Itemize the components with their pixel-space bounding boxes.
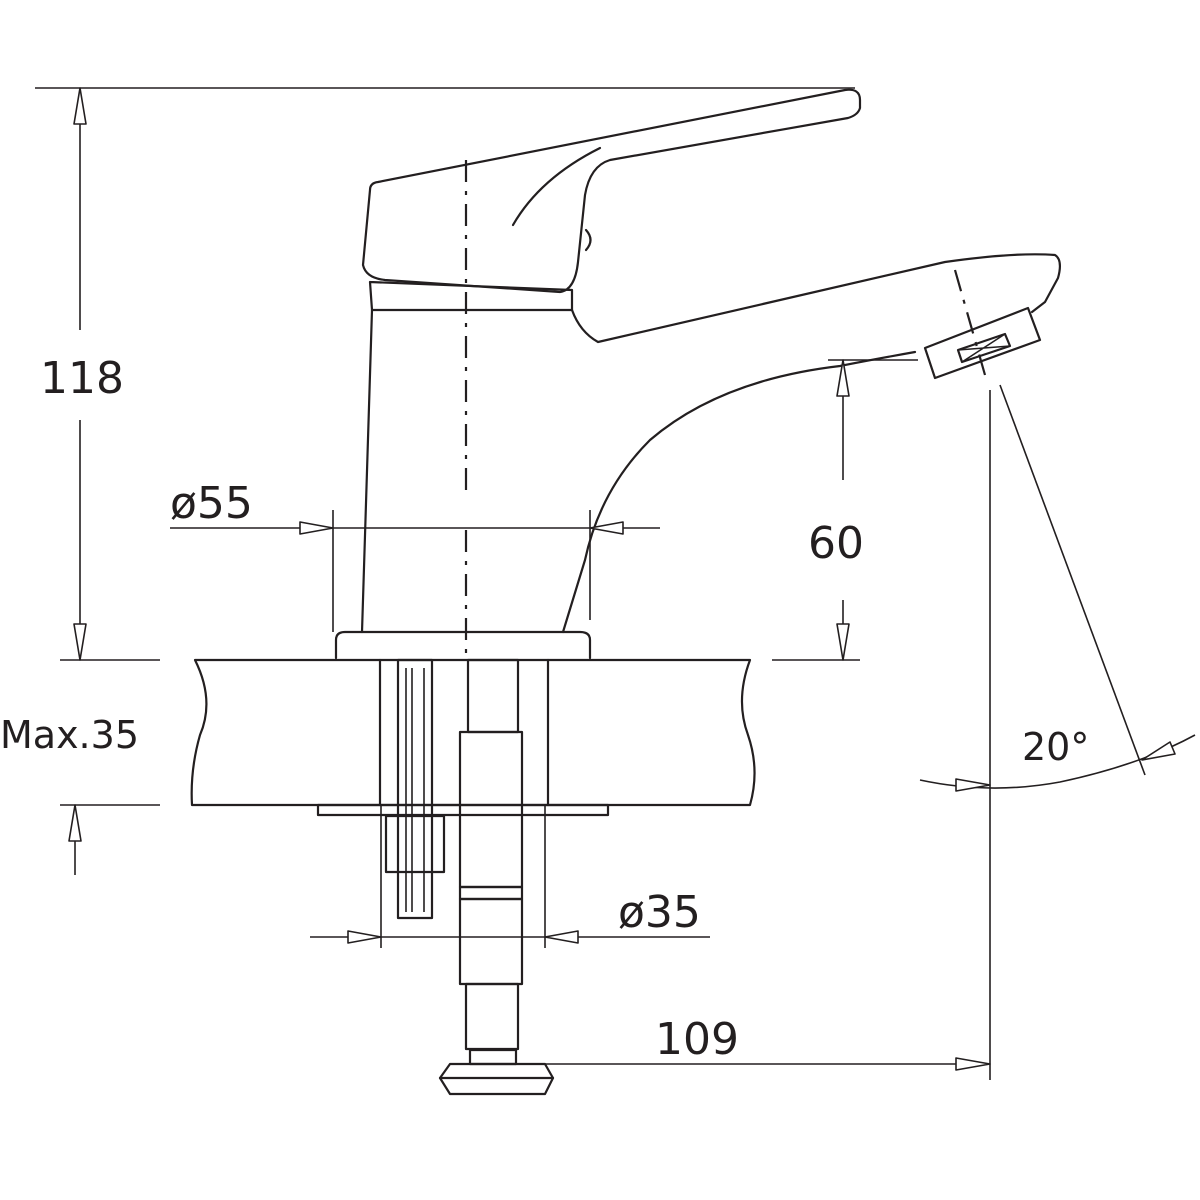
dimension-lines <box>35 87 1196 1080</box>
dim-spout-reach: 109 <box>655 1014 739 1065</box>
dim-spout-clearance: 60 <box>808 518 864 569</box>
dim-base-diameter: ø55 <box>170 478 253 529</box>
mounting-stud <box>384 658 446 920</box>
dim-max-deck-thickness: Max.35 <box>0 713 139 757</box>
faucet-body <box>334 88 1062 660</box>
dim-outlet-angle: 20° <box>1022 725 1089 769</box>
flex-hose <box>438 658 555 1096</box>
dim-height-overall: 118 <box>40 353 124 404</box>
dim-mount-hole-diameter: ø35 <box>618 887 701 938</box>
dimension-labels: 118 ø55 60 Max.35 ø35 109 20° <box>0 353 1089 1065</box>
centerlines <box>464 160 987 660</box>
countertop-section <box>190 658 756 817</box>
